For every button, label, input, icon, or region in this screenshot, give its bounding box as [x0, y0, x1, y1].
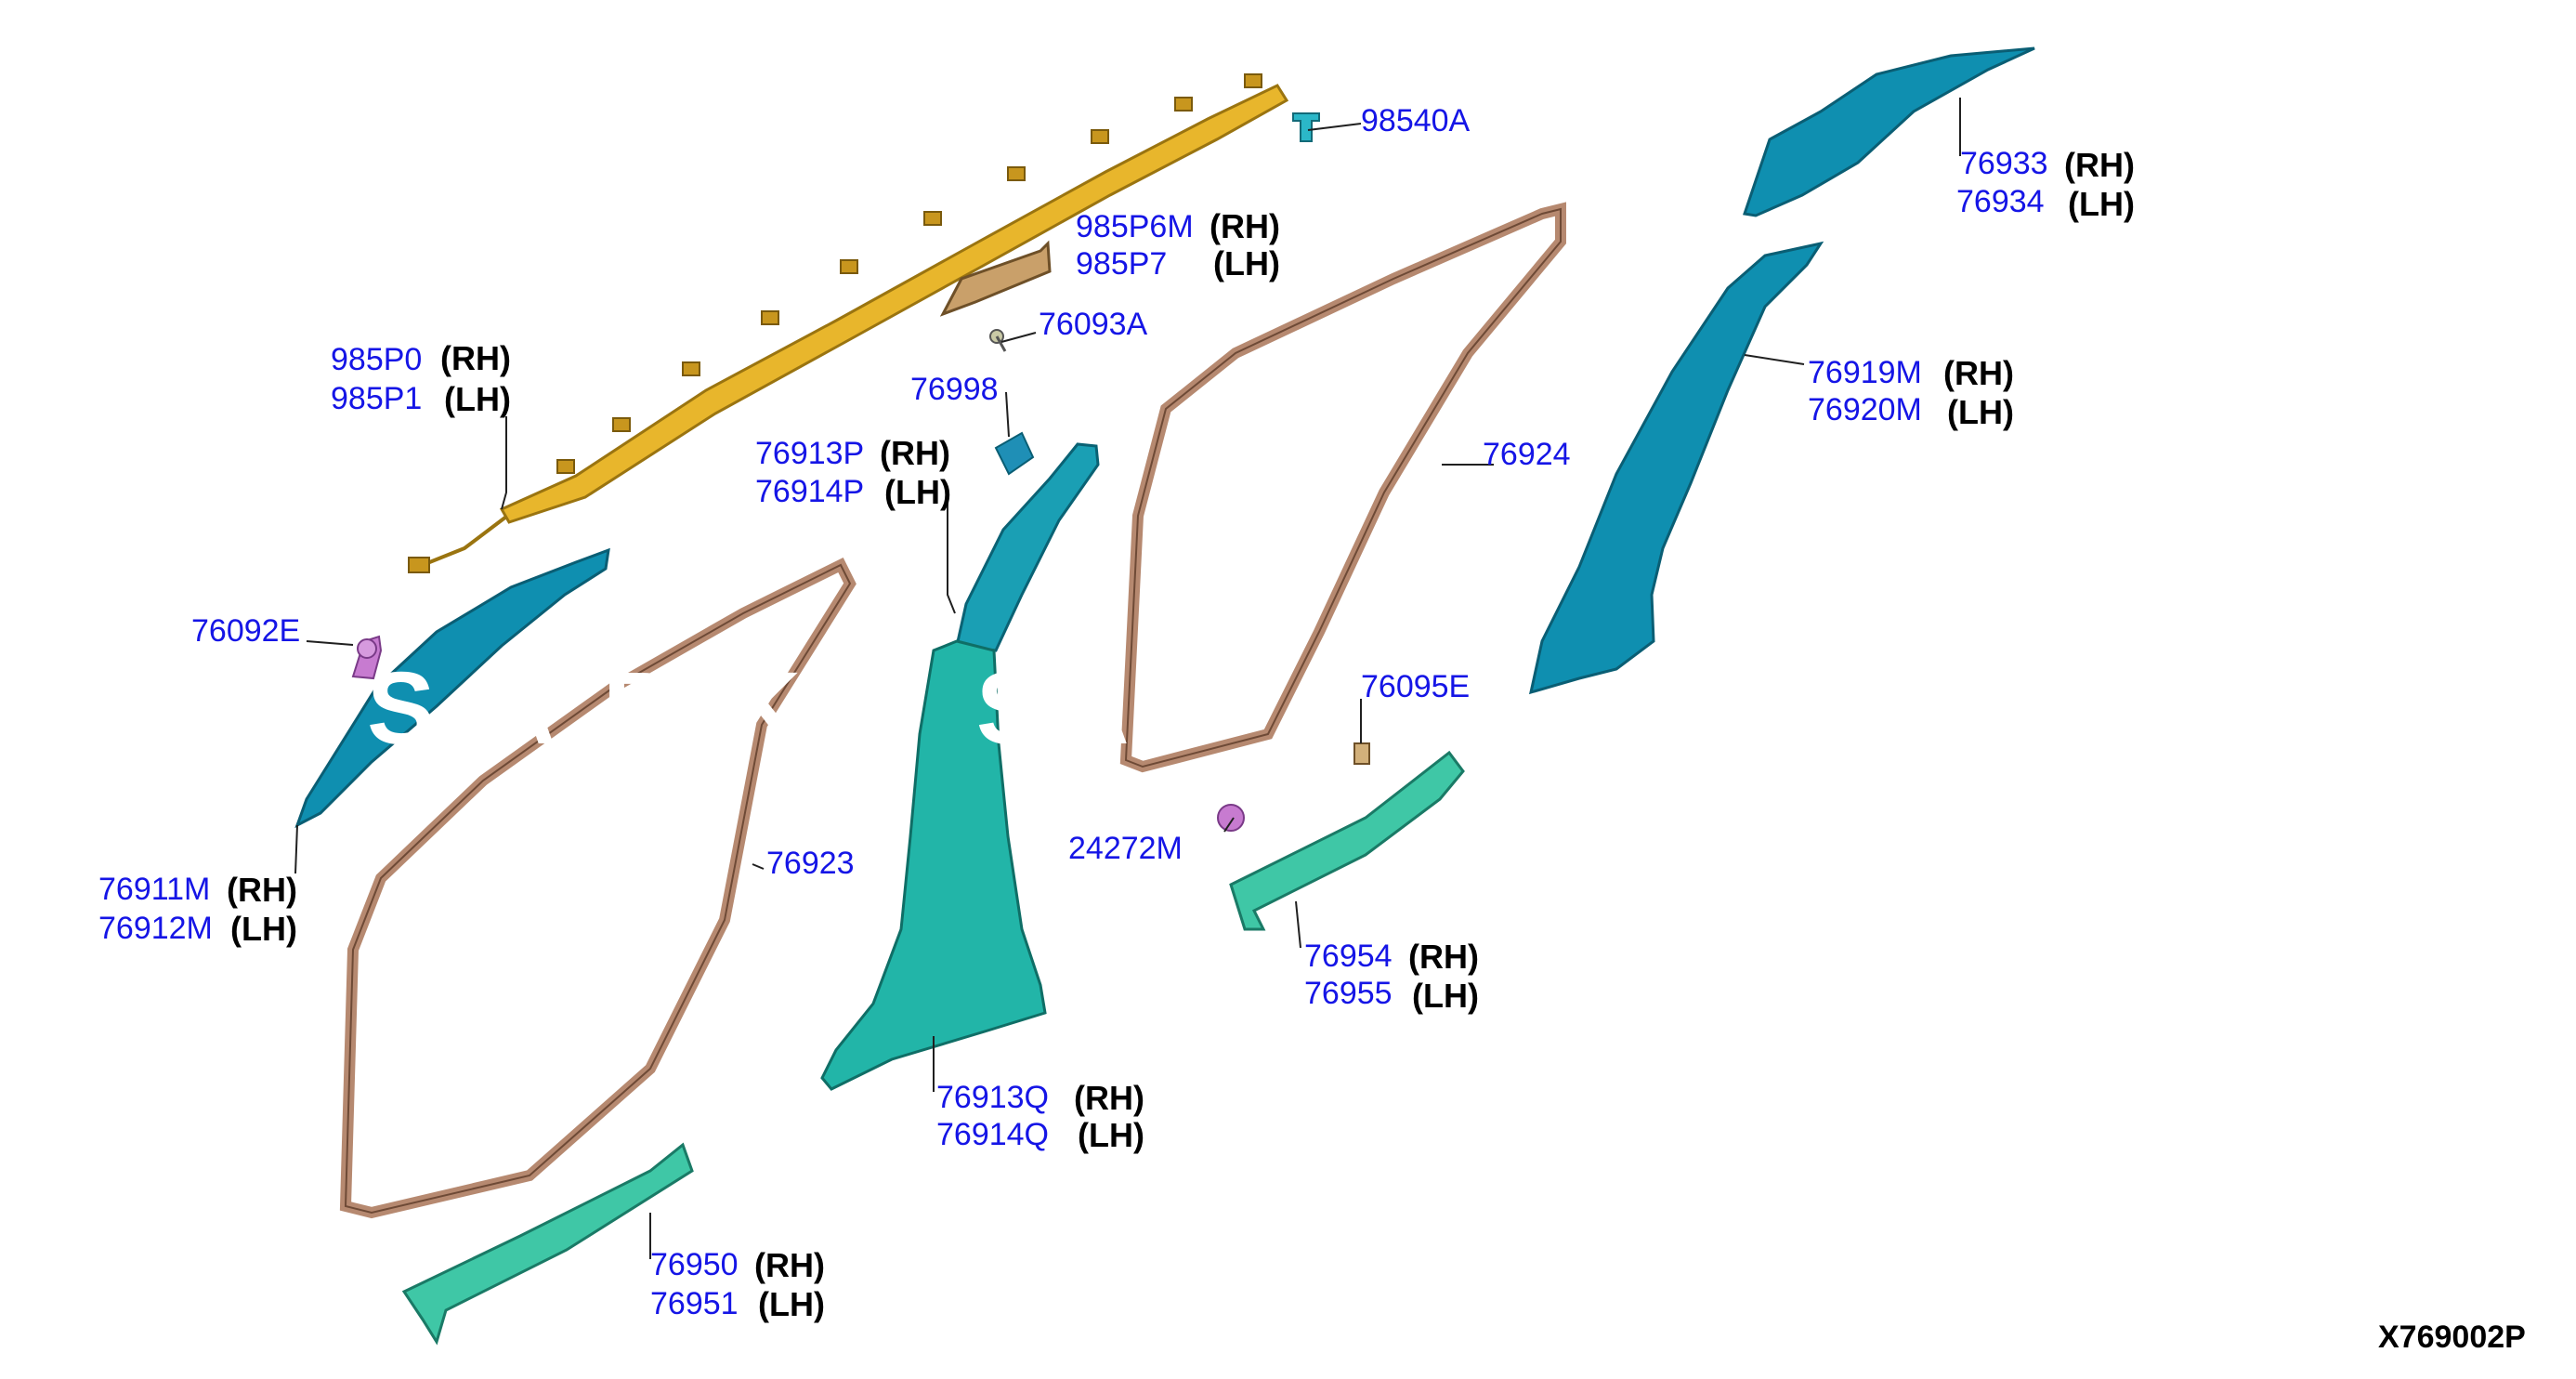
label-76093a[interactable]: 76093A: [1039, 307, 1148, 342]
label-985p7-side: (LH): [1213, 244, 1280, 282]
center-pillar-lower-76913q-part[interactable]: [820, 639, 1047, 1091]
label-24272m[interactable]: 24272M: [1068, 831, 1183, 866]
label-985p6m[interactable]: 985P6M: [1076, 209, 1194, 244]
label-985p6m-side: (RH): [1210, 207, 1280, 245]
rear-weatherstrip-76924-part[interactable]: [1119, 202, 1566, 773]
label-76954[interactable]: 76954: [1304, 939, 1393, 974]
label-76950-side: (RH): [754, 1246, 825, 1284]
bracket-985p6m-part[interactable]: [939, 240, 1052, 317]
label-76914q-side: (LH): [1078, 1116, 1144, 1154]
front-pillar-upper-76911m-part[interactable]: [294, 547, 610, 829]
label-76913p-side: (RH): [880, 434, 950, 472]
label-76912m-side: (LH): [230, 910, 297, 948]
label-76914p-side: (LH): [884, 473, 951, 511]
center-pillar-upper-76913p-part[interactable]: [955, 442, 1100, 652]
front-weatherstrip-76923-part[interactable]: [339, 557, 856, 1219]
label-76911m-side: (RH): [227, 871, 297, 909]
label-76923[interactable]: 76923: [766, 846, 855, 881]
label-76920m-side: (LH): [1947, 393, 2014, 431]
clip-98540a-part[interactable]: [1292, 112, 1320, 142]
label-76950[interactable]: 76950: [650, 1247, 739, 1282]
label-76912m[interactable]: 76912M: [98, 911, 213, 946]
clip-24272m-part[interactable]: [1217, 804, 1245, 832]
label-76911m[interactable]: 76911M: [98, 872, 210, 907]
clip-76092e-part[interactable]: [351, 635, 383, 680]
label-76913q-side: (RH): [1074, 1079, 1144, 1117]
rear-pillar-upper-76933-part[interactable]: [1743, 46, 2035, 217]
label-76998[interactable]: 76998: [910, 372, 999, 407]
label-76934[interactable]: 76934: [1956, 184, 2045, 219]
label-76914q[interactable]: 76914Q: [936, 1117, 1049, 1152]
label-76951-side: (LH): [758, 1285, 825, 1323]
front-kicking-plate-76950-part[interactable]: [401, 1142, 694, 1346]
label-76914p[interactable]: 76914P: [755, 474, 864, 509]
curtain-airbag-part[interactable]: [408, 73, 1289, 573]
label-76933-side: (RH): [2064, 146, 2135, 184]
label-98540a[interactable]: 98540A: [1361, 103, 1471, 138]
label-985p1[interactable]: 985P1: [331, 381, 422, 416]
label-76092e[interactable]: 76092E: [191, 613, 300, 649]
clip-76095e-part[interactable]: [1353, 742, 1370, 765]
clip-76998-part[interactable]: [994, 431, 1035, 476]
label-76924[interactable]: 76924: [1483, 437, 1571, 472]
leader-lines: [294, 98, 1961, 1259]
label-76913p[interactable]: 76913P: [755, 436, 864, 471]
label-76919m-side: (RH): [1943, 354, 2014, 392]
label-76951[interactable]: 76951: [650, 1286, 739, 1321]
clip-76093a-part[interactable]: [989, 329, 1007, 352]
label-76933[interactable]: 76933: [1960, 146, 2048, 181]
label-985p1-side: (LH): [444, 380, 511, 418]
label-985p0[interactable]: 985P0: [331, 342, 422, 377]
label-985p7[interactable]: 985P7: [1076, 246, 1167, 282]
quarter-trim-76919m-part[interactable]: [1528, 241, 1824, 695]
watermark-text: S A B K U SA: [367, 651, 1141, 766]
label-76920m[interactable]: 76920M: [1808, 392, 1922, 427]
label-76955-side: (LH): [1412, 977, 1479, 1015]
label-76934-side: (LH): [2068, 185, 2135, 223]
label-985p0-side: (RH): [440, 339, 511, 377]
label-76955[interactable]: 76955: [1304, 976, 1393, 1011]
label-76919m[interactable]: 76919M: [1808, 355, 1922, 390]
label-76913q[interactable]: 76913Q: [936, 1080, 1049, 1115]
label-76954-side: (RH): [1408, 938, 1479, 976]
rear-kicking-plate-76954-part[interactable]: [1229, 750, 1465, 931]
diagram-code: X769002P: [2378, 1320, 2526, 1355]
label-76095e[interactable]: 76095E: [1361, 669, 1470, 704]
